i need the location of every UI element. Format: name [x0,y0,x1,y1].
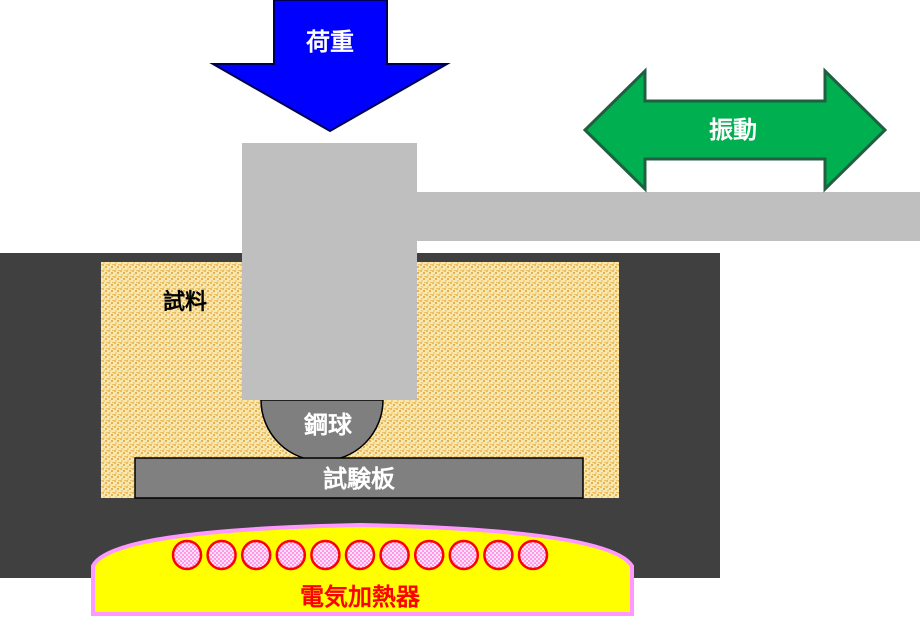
heater-coil-icon [448,539,480,571]
heater-coil-icon [275,539,307,571]
heater-coil-icon [240,539,272,571]
test-plate-label: 試験板 [323,465,396,493]
heater-label: 電気加熱器 [300,583,421,611]
sample-label: 試料 [163,289,207,315]
load-arrow-icon [209,0,451,133]
rod-arm [415,192,920,241]
heater-coils [171,539,549,571]
steel-ball-label: 鋼球 [304,411,353,439]
load-label: 荷重 [306,28,354,56]
vibration-arrow-icon [582,67,888,193]
heater-coil-icon [344,539,376,571]
heater-coil-icon [483,539,514,571]
heater-coil-icon [171,539,203,571]
rod-vertical [242,143,417,400]
heater-coil-icon [379,539,410,571]
test-plate [134,457,584,499]
heater-coil-icon [413,539,445,571]
vibration-label: 振動 [709,116,757,144]
heater-coil-icon [517,539,549,571]
heater-coil-icon [206,539,237,571]
heater-coil-icon [310,539,341,571]
